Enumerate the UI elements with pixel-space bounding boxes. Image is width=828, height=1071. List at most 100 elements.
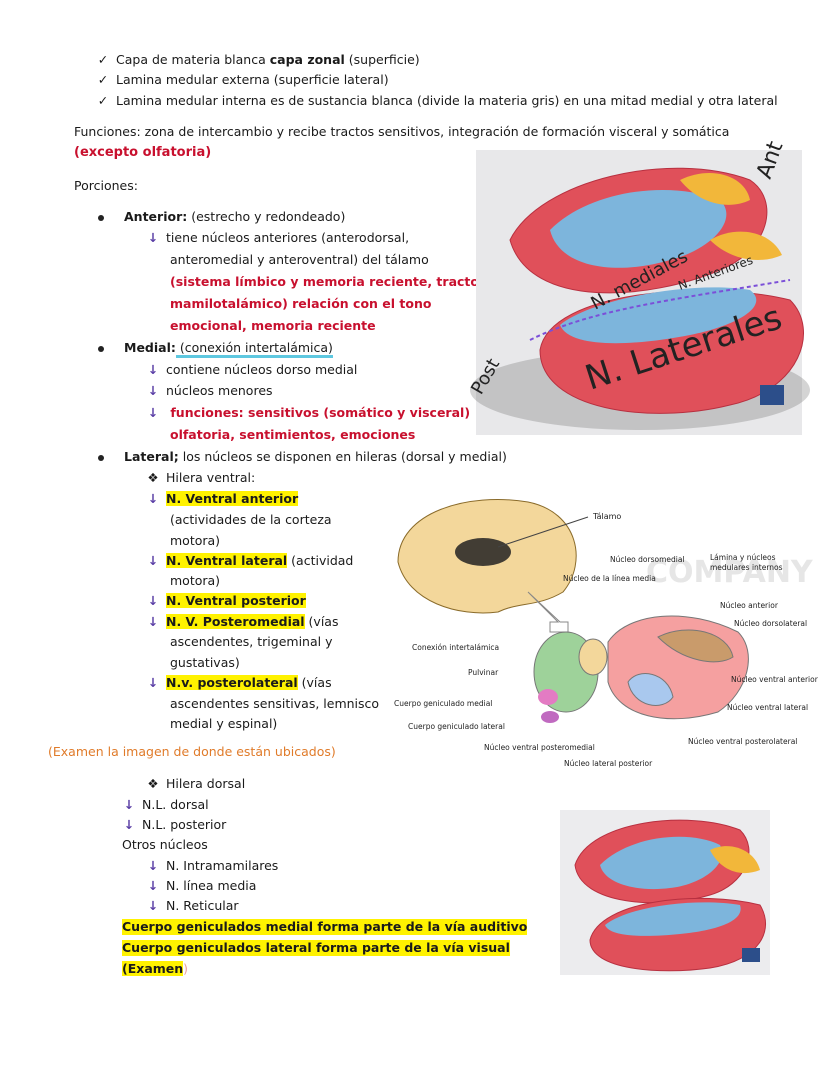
label-conexion: Conexión intertalámica (412, 643, 499, 652)
cgm-shape (538, 689, 558, 705)
posterior-nucleus-shape (627, 673, 674, 706)
label-cgm: Cuerpo geniculado medial (394, 699, 492, 708)
thalamus-medial-blue (600, 836, 722, 890)
arrow-down-icon: ↓ (147, 491, 159, 506)
nl-posterior: ↓N.L. posterior (123, 817, 227, 832)
arrow-down-icon: ↓ (147, 858, 159, 873)
arrow-down-icon: ↓ (147, 675, 159, 690)
nl-dorsal: ↓N.L. dorsal (123, 797, 209, 812)
arrow-down-icon: ↓ (147, 230, 159, 245)
medial-item: Medial: (conexión intertalámica) (98, 340, 333, 358)
hilera-ventral: ❖Hilera ventral: (147, 470, 256, 485)
arrow-down-icon: ↓ (147, 593, 159, 608)
leader-line (497, 516, 589, 548)
check-icon: ✓ (97, 52, 109, 67)
label-nvl: Núcleo ventral lateral (727, 703, 808, 712)
label-nva: Núcleo ventral anterior (731, 675, 819, 684)
thalamus-anterior-yellow (680, 172, 750, 205)
nvpl-item: ↓N.v. posterolateral (vías (147, 675, 332, 690)
check-item-1: ✓Capa de materia blanca capa zonal (supe… (97, 52, 420, 67)
nvp-item: ↓N. Ventral posterior (147, 593, 306, 608)
conexion-shape (578, 638, 608, 676)
n-intramamilares: ↓N. Intramamilares (147, 858, 279, 873)
medial-sub-1: ↓contiene núcleos dorso medial (147, 362, 358, 377)
thalamus-location-marker (455, 538, 511, 566)
thalamus-lower-yellow (710, 231, 782, 260)
thalamus-anterior-yellow (710, 846, 760, 874)
nvpl-desc-3: medial y espinal) (170, 716, 278, 731)
arrow-down-icon: ↓ (147, 383, 159, 398)
lamina-purple-line (529, 279, 791, 341)
label-nucleo-dorsolateral: Núcleo dorsolateral (734, 619, 807, 628)
check-icon: ✓ (97, 72, 109, 87)
nvpm-desc-3: gustativas) (170, 655, 240, 670)
label-nlp: Núcleo lateral posterior (564, 759, 653, 768)
geniculado-medial-note: Cuerpo geniculados medial forma parte de… (122, 919, 528, 935)
anterior-sub: ↓tiene núcleos anteriores (anterodorsal, (147, 230, 410, 245)
arrow-shape (527, 591, 569, 633)
arrow-down-icon: ↓ (123, 797, 135, 812)
logo-badge (742, 948, 760, 962)
label-nucleo-anterior: Núcleo anterior (720, 601, 779, 610)
nva-item: ↓N. Ventral anterior (147, 491, 299, 506)
arrow-down-icon: ↓ (147, 553, 159, 568)
diamond-bullet-icon: ❖ (147, 776, 159, 791)
arrow-down-icon: ↓ (147, 405, 159, 420)
anterior-item: Anterior: (estrecho y redondeado) (98, 209, 345, 225)
diagram-watermark: COMPANY (646, 555, 814, 590)
bullet-icon (98, 345, 104, 352)
label-cgl: Cuerpo geniculado lateral (408, 722, 505, 731)
label-lamina: Lámina y núcleos (710, 553, 776, 562)
nva-desc-1: (actividades de la corteza (170, 512, 332, 527)
bullet-icon (98, 214, 104, 221)
cgl-shape (541, 711, 559, 723)
check-icon: ✓ (97, 93, 109, 108)
label-nvpl: Núcleo ventral posterolateral (688, 737, 797, 746)
funciones-text: Funciones: zona de intercambio y recibe … (74, 124, 730, 139)
label-talamo: Tálamo (592, 512, 621, 521)
porciones-heading: Porciones: (74, 178, 138, 193)
examen-note: (Examen la imagen de donde están ubicado… (48, 744, 336, 759)
arrow-down-icon: ↓ (147, 878, 159, 893)
arrow-down-icon: ↓ (147, 898, 159, 913)
thalamus-image-top: Ant Post N. mediales N. Anteriores N. La… (470, 140, 810, 435)
anterior-red-1: (sistema límbico y memoria reciente, tra… (170, 274, 479, 289)
thalamus-lower-blue (605, 902, 741, 936)
nvl-item: ↓N. Ventral lateral (actividad (147, 553, 354, 568)
nva-desc-2: motora) (170, 533, 221, 548)
check-item-3: ✓Lamina medular interna es de sustancia … (97, 93, 778, 108)
label-lamina-2: medulares internos (710, 563, 783, 572)
nvl-desc-2: motora) (170, 573, 221, 588)
n-reticular: ↓N. Reticular (147, 898, 239, 913)
anterior-sub-2: anteromedial y anteroventral) del tálamo (170, 252, 429, 267)
arrow-down-icon: ↓ (123, 817, 135, 832)
thalamus-lower-blue (560, 287, 757, 344)
logo-badge (760, 385, 784, 405)
medial-sub-3: ↓ funciones: sensitivos (somático y visc… (147, 405, 471, 420)
label-linea-media: Núcleo de la línea media (563, 574, 656, 583)
nvpm-desc-2: ascendentes, trigeminal y (170, 634, 333, 649)
nvpm-item: ↓N. V. Posteromedial (vías (147, 614, 339, 629)
nvpl-desc-2: ascendentes sensitivas, lemnisco (170, 696, 380, 711)
anterior-red-3: emocional, memoria reciente (170, 318, 376, 333)
lateral-item: Lateral; los núcleos se disponen en hile… (98, 449, 507, 465)
thalamus-image-bottom (560, 810, 770, 975)
medial-sub-2: ↓núcleos menores (147, 383, 273, 398)
label-nvpm: Núcleo ventral posteromedial (484, 743, 595, 752)
anterior-nucleus-shape (657, 629, 734, 663)
anterior-red-2: mamilotalámico) relación con el tono (170, 296, 432, 311)
diamond-bullet-icon: ❖ (147, 470, 159, 485)
medial-red-2: olfatoria, sentimientos, emociones (170, 427, 416, 442)
check-item-2: ✓Lamina medular externa (superficie late… (97, 72, 389, 87)
label-pulvinar: Pulvinar (468, 668, 499, 677)
otros-nucleos: Otros núcleos (122, 837, 208, 852)
arrow-down-icon: ↓ (147, 614, 159, 629)
n-linea-media: ↓N. línea media (147, 878, 257, 893)
thalamus-medial-blue (550, 190, 727, 268)
arrow-down-icon: ↓ (147, 362, 159, 377)
hilera-dorsal: ❖Hilera dorsal (147, 776, 246, 791)
geniculado-lateral-note: Cuerpo geniculados lateral forma parte d… (122, 940, 510, 956)
bullet-icon (98, 454, 104, 461)
examen-tag: (Examen) (122, 961, 189, 976)
funciones-excepto: (excepto olfatoria) (74, 145, 212, 160)
